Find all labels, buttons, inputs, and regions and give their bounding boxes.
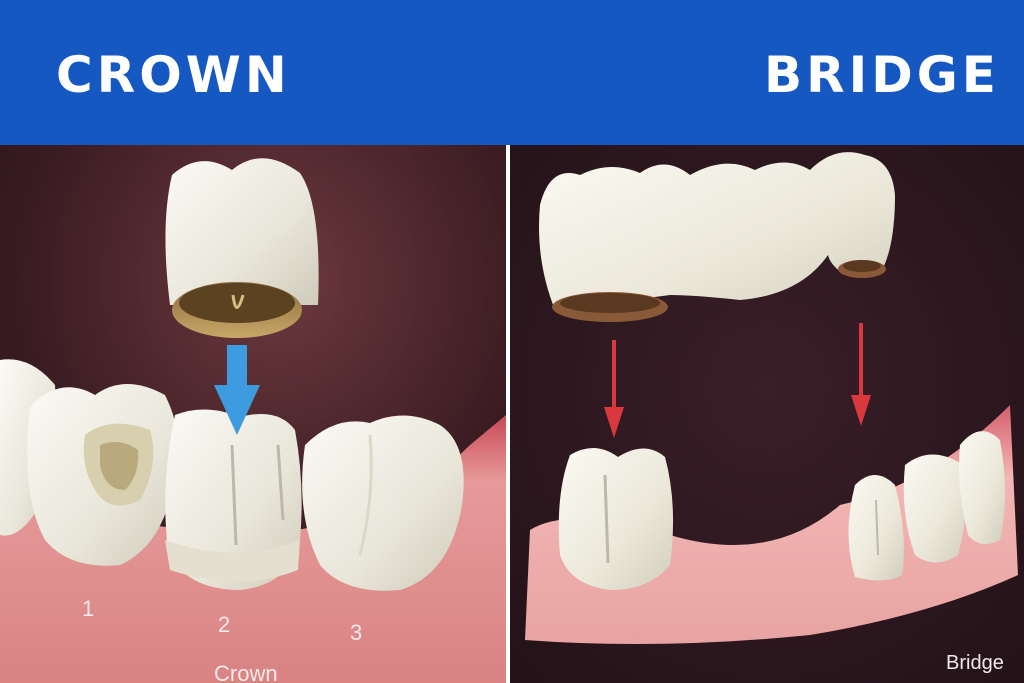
prepared-tooth	[165, 409, 302, 590]
gum	[525, 405, 1018, 644]
healthy-tooth	[302, 415, 464, 591]
bridge-illustration	[510, 145, 1024, 683]
panel-divider	[506, 145, 510, 683]
title-banner: CROWN BRIDGE	[0, 0, 1024, 145]
abutment-tooth-right	[848, 475, 904, 581]
tooth-behind-2	[959, 431, 1005, 544]
crown-illustration	[0, 145, 506, 683]
bridge-panel: Bridge	[510, 145, 1024, 683]
bridge-title: BRIDGE	[764, 46, 1000, 104]
arrow-down-icon	[214, 345, 260, 435]
arrow-down-icon	[604, 340, 624, 438]
tooth-label-2: 2	[218, 612, 231, 637]
crown-title: CROWN	[56, 46, 291, 104]
tooth-label-1: 1	[82, 596, 95, 621]
tooth-behind-1	[903, 454, 966, 563]
tooth-label-3: 3	[350, 620, 363, 645]
abutment-tooth-left	[558, 447, 674, 590]
decayed-tooth	[27, 384, 179, 566]
arrow-down-icon	[851, 323, 871, 426]
dental-bridge	[539, 152, 895, 322]
crown-caption: Crown	[214, 661, 278, 683]
bridge-caption: Bridge	[946, 652, 1004, 674]
crown-panel: 1 2 3 Crown	[0, 145, 506, 683]
crown-cap	[165, 158, 319, 338]
